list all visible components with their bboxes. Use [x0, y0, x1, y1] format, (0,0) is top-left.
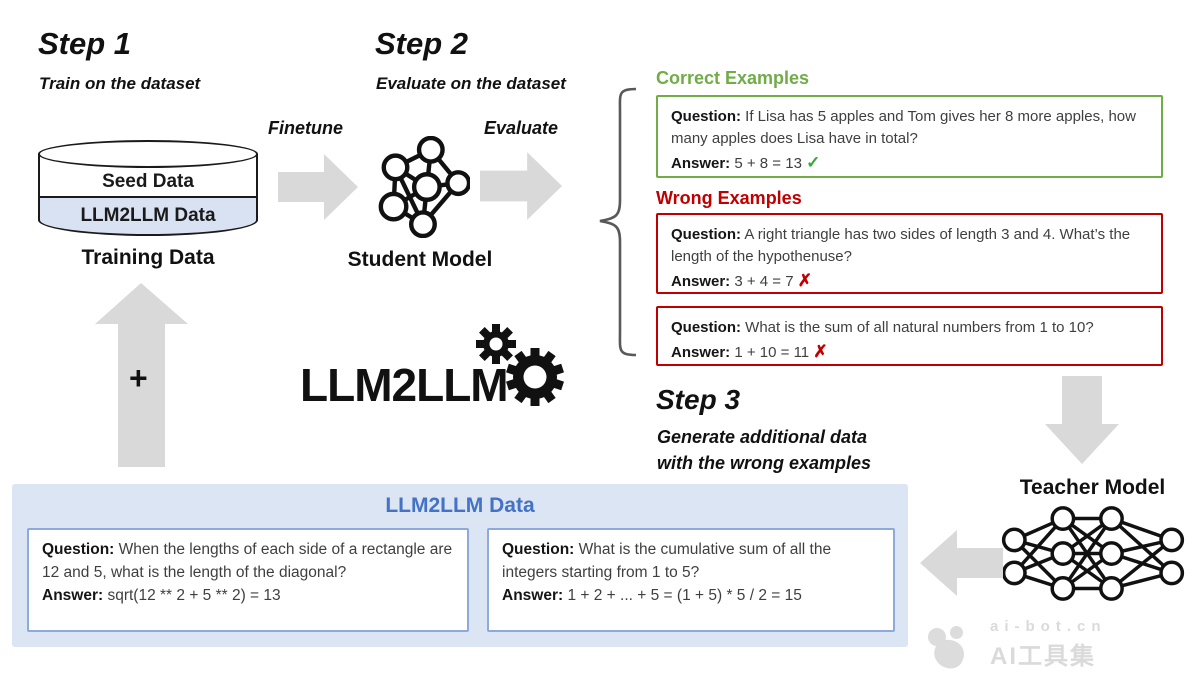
question-label: Question: [671, 319, 741, 336]
wrong-examples-title: Wrong Examples [656, 188, 802, 208]
answer-label: Answer: [502, 586, 564, 604]
correct-examples-title: Correct Examples [656, 68, 810, 88]
question-text: If Lisa has 5 apples and Tom gives her 8… [671, 108, 1136, 148]
to-panel-left-arrow-icon [920, 530, 1003, 596]
finetune-label: Finetune [268, 118, 343, 138]
teacher-model-icon [1001, 506, 1185, 601]
watermark-name: AI工具集 [990, 643, 1096, 670]
student-model-icon [378, 136, 470, 238]
student-model-label: Student Model [347, 248, 493, 271]
answer-text: sqrt(12 ** 2 + 5 ** 2) = 13 [107, 586, 281, 604]
cross-icon: ✗ [797, 271, 812, 291]
wrong-example-box-1: Question: A right triangle has two sides… [656, 213, 1163, 294]
training-data-cylinder: Seed Data LLM2LLM Data [38, 140, 258, 236]
answer-text: 1 + 10 = 11 [734, 344, 810, 362]
question-label: Question: [671, 108, 741, 125]
watermark-logo-icon [926, 626, 984, 672]
answer-label: Answer: [671, 344, 731, 362]
correct-example-box: Question: If Lisa has 5 apples and Tom g… [656, 95, 1163, 178]
answer-label: Answer: [671, 155, 731, 173]
to-teacher-down-arrow-icon [1045, 376, 1119, 464]
evaluate-arrow-icon [480, 152, 562, 220]
watermark: ai-bot.cn AI工具集 [926, 618, 1186, 672]
wrong-example-box-2: Question: What is the sum of all natural… [656, 306, 1163, 366]
question-label: Question: [671, 226, 741, 243]
cylinder-llm2llm-band: LLM2LLM Data [38, 198, 258, 236]
step3-title: Step 3 [656, 384, 741, 415]
answer-label: Answer: [42, 586, 104, 604]
step1-title: Step 1 [38, 26, 132, 61]
llm2llm-logo-text: LLM2LLM [300, 359, 509, 411]
watermark-url: ai-bot.cn [990, 618, 1107, 635]
seed-data-label: Seed Data [102, 171, 194, 192]
step3-subtitle-line1: Generate additional data [657, 427, 868, 447]
question-text: A right triangle has two sides of length… [671, 226, 1131, 266]
question-text: When the lengths of each side of a recta… [42, 541, 453, 581]
step3-subtitle-line2: with the wrong examples [657, 453, 872, 473]
finetune-arrow-icon [278, 154, 358, 220]
question-text: What is the cumulative sum of all the in… [502, 541, 832, 581]
question-label: Question: [502, 541, 575, 558]
llm2llm-panel-title: LLM2LLM Data [385, 494, 535, 517]
training-data-label: Training Data [81, 246, 215, 269]
evaluate-label: Evaluate [484, 118, 559, 138]
answer-text: 3 + 4 = 7 [734, 273, 794, 291]
question-label: Question: [42, 541, 115, 558]
plus-sign: + [129, 360, 148, 396]
answer-text: 5 + 8 = 13 [734, 155, 802, 173]
step1-subtitle: Train on the dataset [39, 74, 201, 93]
cylinder-top-ellipse [38, 140, 258, 168]
teacher-model-label: Teacher Model [1019, 476, 1166, 499]
question-text: What is the sum of all natural numbers f… [745, 319, 1094, 336]
generated-example-box-2: Question: What is the cumulative sum of … [487, 528, 895, 632]
llm2llm-data-label: LLM2LLM Data [80, 205, 216, 226]
cross-icon: ✗ [813, 342, 828, 362]
check-icon: ✓ [806, 153, 821, 173]
step2-title: Step 2 [375, 26, 469, 61]
llm2llm-data-panel: LLM2LLM Data Question: When the lengths … [12, 484, 908, 647]
gears-icon [476, 324, 564, 406]
answer-label: Answer: [671, 273, 731, 291]
brace-icon [599, 87, 637, 357]
feedback-up-arrow-icon [95, 283, 188, 467]
generated-example-box-1: Question: When the lengths of each side … [27, 528, 469, 632]
answer-text: 1 + 2 + ... + 5 = (1 + 5) * 5 / 2 = 15 [567, 586, 802, 604]
step2-subtitle: Evaluate on the dataset [376, 74, 566, 93]
